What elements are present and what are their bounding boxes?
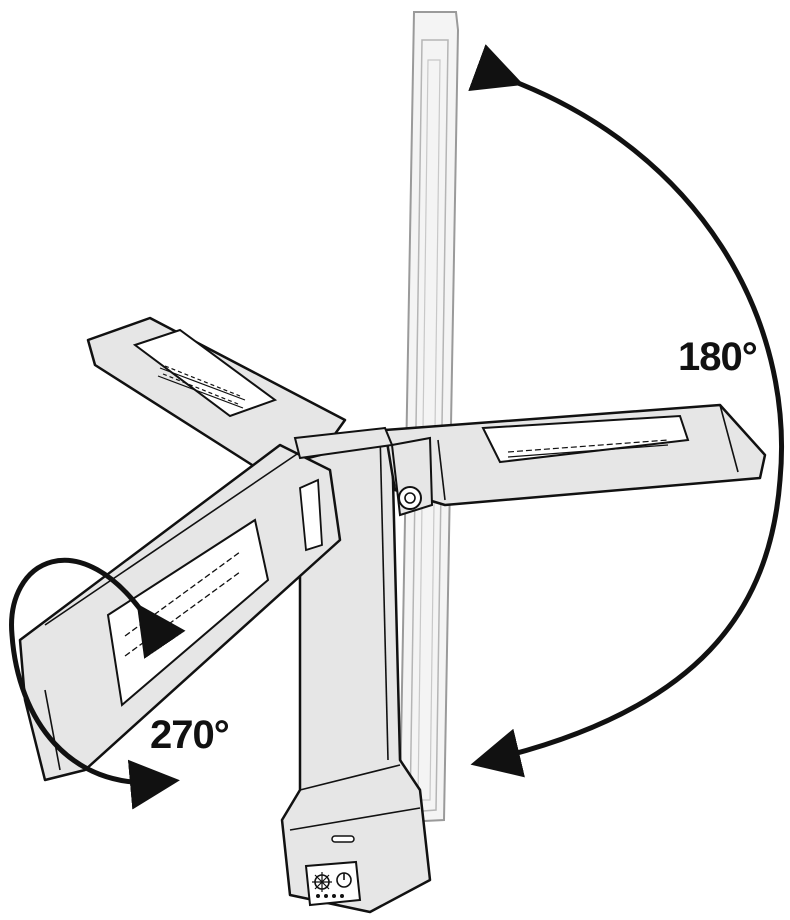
power-button-icon bbox=[336, 872, 352, 888]
pivot-hinge-icon bbox=[293, 426, 434, 517]
upper-left-light-arm bbox=[86, 316, 347, 472]
head-rotation-label: 270° bbox=[150, 713, 229, 757]
light-mode-icon bbox=[312, 872, 332, 892]
rotation-arrow-icon bbox=[468, 44, 784, 778]
vertical-rotation-label: 180° bbox=[678, 335, 757, 379]
led-array-icon bbox=[157, 365, 246, 409]
control-panel bbox=[304, 860, 362, 907]
battery-indicator-dots bbox=[316, 894, 344, 898]
led-array-icon bbox=[507, 439, 669, 458]
charging-port bbox=[331, 835, 355, 843]
ghost-vertical-arm bbox=[398, 11, 460, 824]
rotation-arrow-icon bbox=[9, 557, 186, 810]
